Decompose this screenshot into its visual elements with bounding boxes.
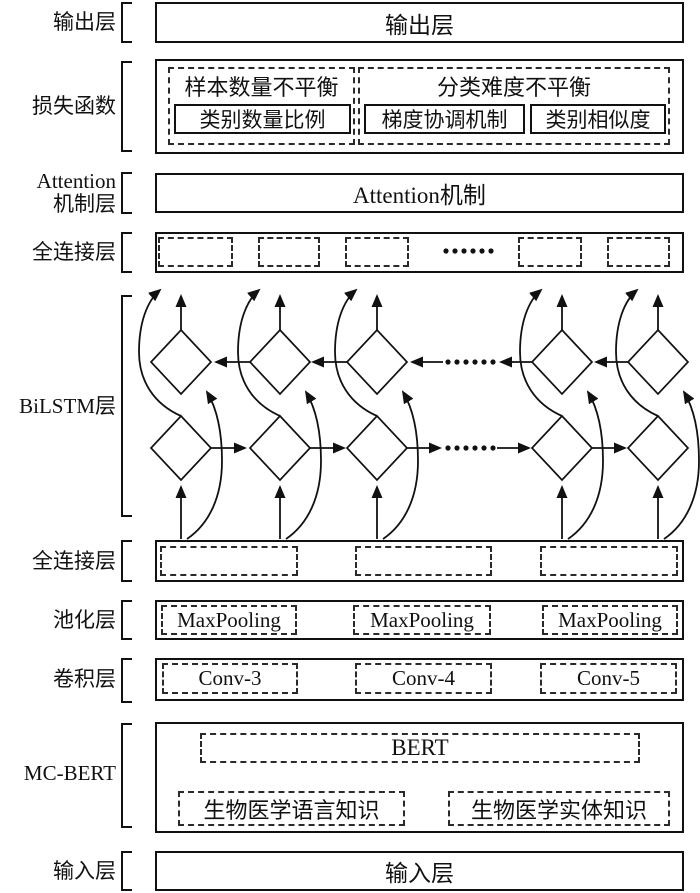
bilstm-input-curve-col1 [186,390,223,540]
bilstm-forward-cell-col2 [248,414,312,482]
bracket-mcbert [121,723,132,828]
bilstm-input-curve-col5 [663,390,700,540]
label-attention-line1: Attention [36,169,116,193]
fc-upper-box [155,232,684,273]
label-input-layer: 输入层 [53,859,116,883]
label-output-layer: 输出层 [53,10,116,34]
bracket-output [121,2,132,43]
biomedical-entity-knowledge-box: 生物医学实体知识 [448,791,670,826]
loss-item-class-count-ratio: 类别数量比例 [174,104,351,134]
output-layer-box: 输出层 [155,2,684,43]
label-pooling: 池化层 [53,608,116,632]
label-attention-layer: Attention 机制层 [0,170,116,216]
bilstm-output-curve-col3 [334,288,378,417]
bracket-pooling [121,600,132,640]
bilstm-backward-cell-col1 [149,328,213,396]
bilstm-backward-cell-col2 [248,328,312,396]
bilstm-backward-cell-col4 [530,328,594,396]
bilstm-backward-cell-col5 [626,328,690,396]
conv-cell-4: Conv-4 [355,663,492,694]
fc-lower-cell-3 [540,546,678,576]
loss-item-class-similarity: 类别相似度 [530,104,666,134]
label-fc-upper: 全连接层 [32,240,116,264]
bracket-input [121,851,132,891]
bert-box: BERT [200,733,640,763]
loss-item-gradient-harmonizing: 梯度协调机制 [364,104,525,134]
bilstm-forward-cell-col1 [149,414,213,482]
biomedical-language-knowledge-box: 生物医学语言知识 [178,791,405,826]
attention-box-text: Attention机制 [353,183,486,208]
fc-upper-cell-1 [158,237,233,267]
bracket-conv [121,658,132,703]
bilstm-forward-cell-col5 [626,414,690,482]
bilstm-input-curve-col3 [382,390,419,540]
bilstm-output-curve-col1 [138,288,182,417]
conv-cell-5: Conv-5 [540,663,677,694]
conv-cell-3: Conv-3 [162,663,298,694]
input-layer-text: 输入层 [385,861,454,886]
bilstm-output-curve-col5 [615,288,659,417]
bracket-attention [121,172,132,214]
fc-upper-cell-4 [518,237,582,267]
output-layer-text: 输出层 [385,12,454,38]
bracket-fc-lower [121,540,132,582]
fc-upper-cell-5 [607,237,670,267]
fc-lower-cell-2 [355,546,492,576]
input-layer-box: 输入层 [155,851,684,891]
bilstm-backward-cell-col3 [345,328,409,396]
label-fc-lower: 全连接层 [32,549,116,573]
fc-lower-cell-1 [160,546,298,576]
bilstm-input-curve-col2 [285,390,322,540]
label-attention-line2: 机制层 [53,192,116,216]
bilstm-forward-cell-col4 [530,414,594,482]
ellipsis-dots-3 [445,445,496,451]
label-loss-function: 损失函数 [32,94,116,118]
label-bilstm: BiLSTM层 [19,394,116,418]
label-mcbert: MC-BERT [23,761,116,785]
bilstm-input-curve-col4 [567,390,604,540]
bilstm-output-curve-col2 [237,288,281,417]
pooling-cell-2: MaxPooling [353,605,491,635]
fc-upper-cell-3 [345,237,409,267]
pooling-cell-1: MaxPooling [161,605,297,635]
fc-upper-cell-2 [258,237,320,267]
bracket-loss [121,61,132,152]
bilstm-forward-cell-col3 [345,414,409,482]
bracket-fc-upper [121,232,132,273]
bracket-bilstm [121,295,132,517]
pooling-cell-3: MaxPooling [542,605,678,635]
label-conv: 卷积层 [53,667,116,691]
bilstm-output-curve-col4 [519,288,563,417]
loss-group1-title: 样本数量不平衡 [184,75,339,100]
attention-box: Attention机制 [155,173,684,213]
ellipsis-dots-2 [445,359,496,365]
loss-group2-title: 分类难度不平衡 [436,75,591,100]
